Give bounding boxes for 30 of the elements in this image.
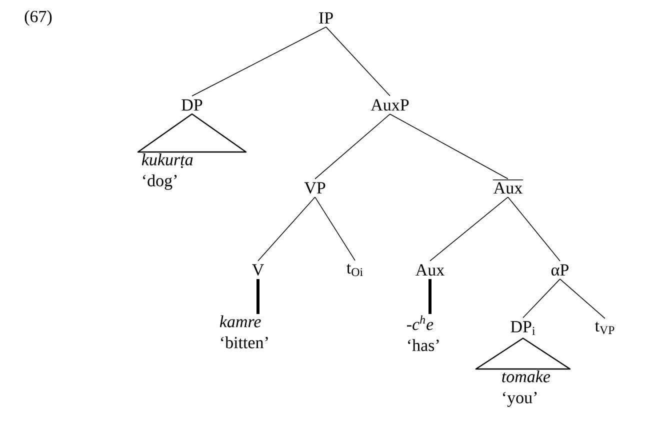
- tree-label: AuxP: [370, 99, 409, 111]
- tree-label: Aux: [416, 264, 444, 276]
- branch-line: [314, 196, 356, 261]
- tree-label: DP$_{i}$: [510, 321, 536, 335]
- branch-line: [508, 196, 560, 262]
- tree-label: IP: [319, 12, 333, 24]
- branch-line: [522, 278, 560, 318]
- tree-label: αP: [551, 264, 568, 276]
- leaf-text: kamre ‘bitten’: [220, 315, 268, 348]
- branch-line: [192, 26, 326, 96]
- tree-label: VP: [304, 182, 326, 194]
- branch-line: [258, 196, 316, 262]
- example-number: (67): [24, 10, 52, 26]
- branch-line: [430, 196, 508, 262]
- leaf-text: -c$^{h}$e ‘has’: [407, 315, 439, 352]
- triangle-branch: [475, 338, 571, 370]
- branch-line: [560, 278, 606, 319]
- leaf-text: tomake ‘you’: [502, 370, 550, 407]
- tree-label: V: [252, 264, 264, 276]
- tree-label: t$_{VP}$: [594, 322, 614, 334]
- branch-line: [390, 114, 508, 180]
- leaf-text: kukurṭa ‘dog’: [142, 153, 193, 190]
- branch-line: [428, 279, 432, 314]
- branch-line: [326, 26, 390, 96]
- triangle-branch: [137, 113, 247, 153]
- tree-label: t$_{Oi}$: [346, 264, 363, 276]
- branch-line: [256, 279, 260, 314]
- branch-line: [314, 114, 390, 180]
- bar-label: Aux: [492, 180, 524, 194]
- tree-label: DP: [182, 99, 202, 111]
